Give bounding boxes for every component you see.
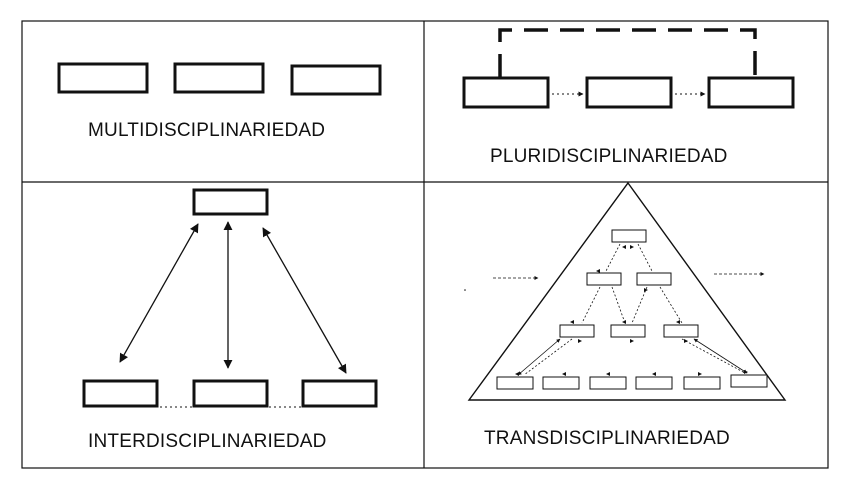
discipline-box bbox=[707, 76, 795, 109]
pluri-panel bbox=[462, 28, 795, 109]
multi-label: MULTIDISCIPLINARIEDAD bbox=[88, 120, 326, 141]
double-arrow-icon bbox=[517, 338, 561, 376]
discipline-box bbox=[301, 379, 378, 408]
inter-label: INTERDISCIPLINARIEDAD bbox=[88, 431, 327, 452]
discipline-box bbox=[663, 324, 699, 338]
double-arrow-icon bbox=[262, 227, 347, 374]
mini-arrows bbox=[515, 245, 748, 376]
grid-frame bbox=[21, 20, 829, 469]
discipline-box bbox=[559, 324, 595, 338]
discipline-box bbox=[462, 76, 550, 109]
trans-panel bbox=[464, 181, 787, 401]
discipline-box bbox=[542, 376, 580, 390]
discipline-box bbox=[589, 376, 627, 390]
discipline-box bbox=[611, 229, 647, 243]
discipline-box bbox=[585, 76, 673, 109]
discipline-box bbox=[610, 324, 646, 338]
discipline-box bbox=[173, 62, 265, 94]
discipline-box bbox=[586, 272, 622, 286]
discipline-box bbox=[730, 374, 768, 388]
pyramid-links bbox=[523, 243, 746, 376]
pluri-label: PLURIDISCIPLINARIEDAD bbox=[490, 146, 728, 167]
trans-label: TRANSDISCIPLINARIEDAD bbox=[484, 428, 730, 449]
discipline-box bbox=[82, 379, 159, 408]
double-arrow-icon bbox=[119, 223, 199, 363]
multi-panel bbox=[57, 62, 382, 96]
discipline-box bbox=[683, 376, 721, 390]
double-arrow-icon bbox=[693, 338, 748, 374]
inter-panel bbox=[82, 188, 378, 408]
top-discipline-box bbox=[192, 188, 269, 216]
pyramid-triangle bbox=[467, 181, 787, 401]
discipline-box bbox=[57, 62, 149, 94]
discipline-box bbox=[635, 376, 673, 390]
dashed-connector bbox=[498, 28, 757, 78]
discipline-box bbox=[192, 379, 269, 408]
discipline-box bbox=[496, 376, 534, 390]
discipline-box bbox=[290, 64, 382, 96]
discipline-box bbox=[636, 272, 672, 286]
